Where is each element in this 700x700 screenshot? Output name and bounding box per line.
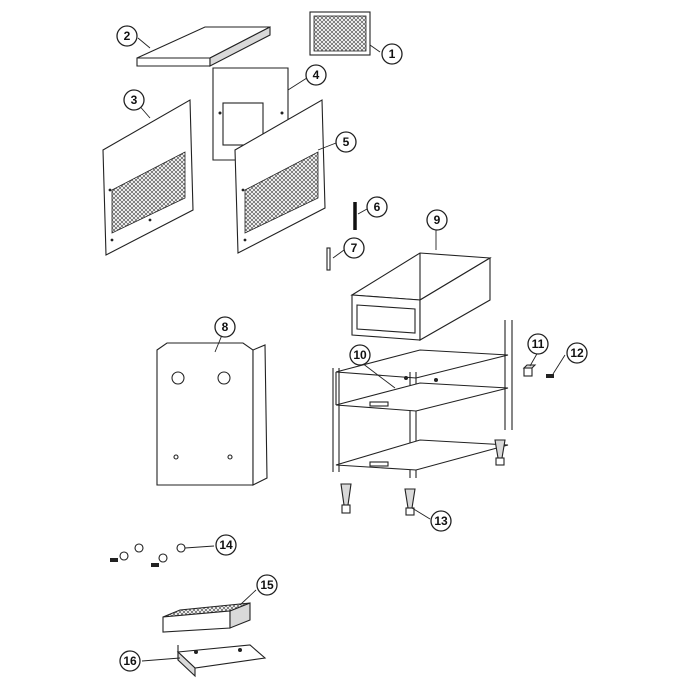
callout-6: 6 <box>366 196 388 218</box>
part-3-left-side-panel <box>102 99 194 256</box>
callout-8-label: 8 <box>222 320 229 334</box>
callout-13: 13 <box>430 510 452 532</box>
part-2-top-cover <box>136 26 271 67</box>
callout-7-label: 7 <box>351 241 358 255</box>
callout-9: 9 <box>426 209 448 231</box>
callout-6-label: 6 <box>374 200 381 214</box>
callout-14: 14 <box>215 534 237 556</box>
callout-3-label: 3 <box>131 93 138 107</box>
leader-lines <box>136 37 566 662</box>
callout-9-label: 9 <box>434 213 441 227</box>
part-9-tray <box>350 252 492 341</box>
callout-12-label: 12 <box>570 346 584 360</box>
part-16-drip-tray <box>176 644 267 678</box>
callout-13-label: 13 <box>434 514 448 528</box>
part-1-filter-screen <box>309 11 371 56</box>
callout-10-label: 10 <box>353 348 367 362</box>
part-11-block <box>522 364 537 377</box>
callout-11: 11 <box>527 333 549 355</box>
callout-2: 2 <box>116 25 138 47</box>
part-13-legs <box>340 439 506 516</box>
callout-16: 16 <box>119 650 141 672</box>
callout-8: 8 <box>214 316 236 338</box>
callout-16-label: 16 <box>123 654 137 668</box>
part-8-front-panel <box>156 342 268 486</box>
callout-15: 15 <box>256 574 278 596</box>
part-12-screw <box>546 374 554 378</box>
callout-15-label: 15 <box>260 578 274 592</box>
part-7-pin <box>326 247 331 271</box>
callout-10: 10 <box>349 344 371 366</box>
callout-3: 3 <box>123 89 145 111</box>
part-5-right-side-panel <box>234 99 326 254</box>
callout-4: 4 <box>305 64 327 86</box>
callout-2-label: 2 <box>124 29 131 43</box>
part-15-screen-tray <box>162 602 251 633</box>
callout-1: 1 <box>381 43 403 65</box>
callout-1-label: 1 <box>389 47 396 61</box>
callout-5: 5 <box>335 131 357 153</box>
callout-14-label: 14 <box>219 538 233 552</box>
callout-4-label: 4 <box>313 68 320 82</box>
callout-5-label: 5 <box>343 135 350 149</box>
callout-12: 12 <box>566 342 588 364</box>
part-14-fasteners <box>110 543 186 567</box>
part-10-frame <box>332 320 513 478</box>
callout-11-label: 11 <box>532 337 545 351</box>
callout-7: 7 <box>343 237 365 259</box>
